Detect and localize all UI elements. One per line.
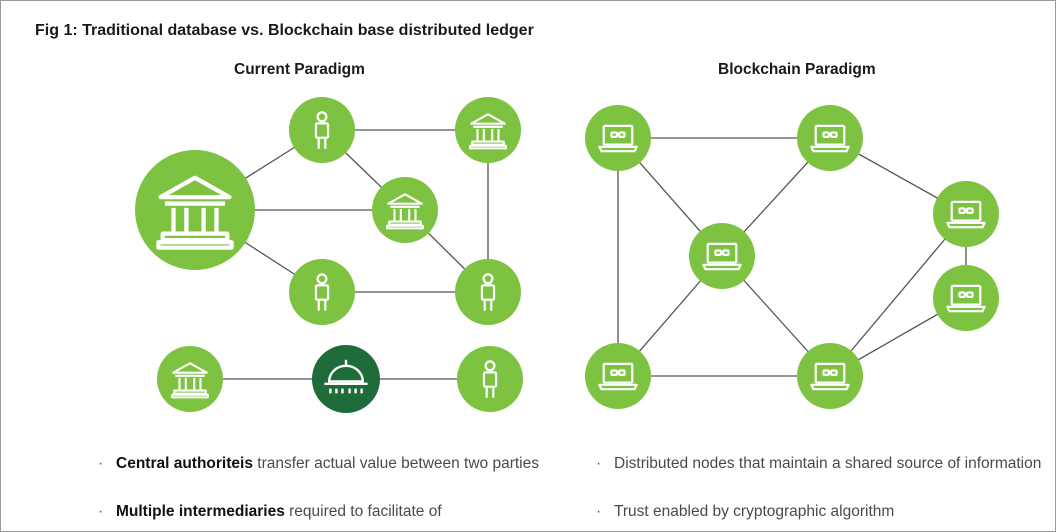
node-laptop-5 xyxy=(933,265,999,331)
edge xyxy=(829,213,967,377)
bullet-text: Trust enabled by cryptographic algorithm xyxy=(614,503,895,520)
node-laptop-3 xyxy=(689,223,755,289)
bullet-bold-text: Multiple intermediaries xyxy=(116,503,285,520)
node-bank-lower xyxy=(157,346,223,412)
node-laptop-7 xyxy=(797,343,863,409)
bullet-marker: · xyxy=(596,503,602,520)
bullet-bold-text: Central authoriteis xyxy=(116,455,253,472)
node-person-bottom-right xyxy=(455,259,521,325)
bullet-distributed-nodes: · Distributed nodes that maintain a shar… xyxy=(596,452,1054,476)
bullet-text: Distributed nodes that maintain a shared… xyxy=(614,455,1042,472)
bullet-marker: · xyxy=(98,503,104,520)
node-bank-middle xyxy=(372,177,438,243)
node-person-lower xyxy=(457,346,523,412)
figure-title: Fig 1: Traditional database vs. Blockcha… xyxy=(35,22,534,39)
bullet-trust-cryptographic: · Trust enabled by cryptographic algorit… xyxy=(596,500,1054,524)
bullet-multiple-intermediaries: · Multiple intermediaries required to fa… xyxy=(98,500,556,524)
node-laptop-1 xyxy=(585,105,651,171)
node-laptop-2 xyxy=(797,105,863,171)
current-paradigm-title: Current Paradigm xyxy=(234,61,365,78)
node-person-bottom-left xyxy=(289,259,355,325)
blockchain-edges xyxy=(617,137,967,377)
bullet-central-authorities: · Central authoriteis transfer actual va… xyxy=(98,452,556,476)
bullet-marker: · xyxy=(98,455,104,472)
node-central-bank xyxy=(135,150,255,270)
bullet-marker: · xyxy=(596,455,602,472)
node-clearing-house xyxy=(312,345,380,413)
node-laptop-6 xyxy=(585,343,651,409)
blockchain-paradigm-title: Blockchain Paradigm xyxy=(718,61,876,78)
node-person-top xyxy=(289,97,355,163)
bullet-text: transfer actual value between two partie… xyxy=(252,455,539,472)
node-bank-top-right xyxy=(455,97,521,163)
node-laptop-4 xyxy=(933,181,999,247)
bullet-text: required to facilitate of xyxy=(284,503,442,520)
